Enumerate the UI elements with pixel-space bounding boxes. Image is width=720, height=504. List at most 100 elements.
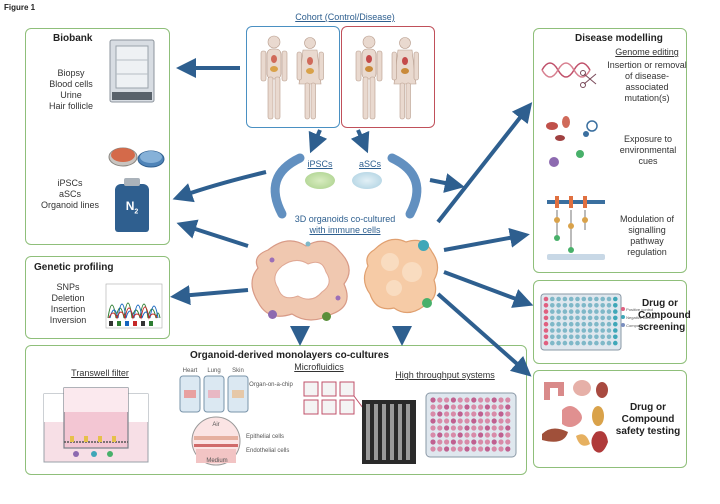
legend-compound: Compound	[621, 322, 655, 330]
well	[471, 397, 477, 403]
well	[430, 425, 436, 431]
genetic-item: SNPs	[56, 282, 80, 292]
genetic-profiling-list: SNPs Deletion Insertion Inversion	[42, 282, 94, 326]
well	[550, 340, 555, 346]
well	[613, 340, 618, 346]
cohort-control-box	[246, 26, 340, 128]
well	[450, 418, 456, 424]
curved-arrow-right	[387, 153, 422, 219]
well	[581, 303, 587, 308]
well	[543, 321, 549, 327]
well	[581, 309, 587, 314]
well	[450, 404, 456, 410]
well	[606, 328, 612, 333]
well	[471, 439, 477, 445]
endothelial-label: Endothelial cells	[246, 448, 290, 454]
arrow-organoids-to-modulation	[443, 227, 530, 252]
well	[543, 309, 549, 314]
well	[484, 404, 490, 410]
immune-cell-icon	[268, 310, 277, 319]
well	[613, 334, 618, 340]
well	[600, 296, 605, 302]
well	[464, 411, 470, 417]
htp-label: High throughput systems	[395, 370, 495, 380]
well	[562, 315, 568, 321]
epithelial-label: Epithelial cells	[246, 434, 285, 440]
well	[568, 321, 574, 327]
well	[587, 340, 593, 346]
well	[430, 404, 436, 410]
biobank-item: Hair follicle	[48, 101, 93, 111]
organoids-label: 3D organoids co-cultured with immune cel…	[270, 214, 420, 236]
screening-plate-icon	[540, 293, 622, 351]
well	[613, 328, 618, 333]
well	[437, 404, 443, 410]
well	[498, 404, 504, 410]
biobank-item: aSCs	[58, 189, 81, 199]
well	[505, 425, 511, 431]
microfluidic-plate-icon	[303, 381, 416, 464]
well	[594, 309, 599, 314]
well	[575, 303, 580, 308]
well	[543, 340, 549, 346]
well	[587, 328, 593, 333]
legend-negative: Negative control	[621, 314, 655, 322]
well	[575, 315, 580, 321]
arrow-organoids-to-screening	[443, 270, 534, 308]
well	[457, 404, 463, 410]
well	[484, 411, 490, 417]
well	[444, 432, 450, 438]
drug-safety-title-line: Drug or Compound	[621, 402, 675, 425]
well	[430, 432, 436, 438]
well	[594, 296, 599, 302]
dna-sequencing-chromatogram-icon	[105, 283, 163, 329]
well	[457, 425, 463, 431]
well	[594, 334, 599, 340]
well	[457, 439, 463, 445]
biobank-item: Blood cells	[49, 79, 93, 89]
drug-screening-title-line: screening	[638, 322, 686, 333]
genetic-item: Insertion	[50, 304, 86, 314]
biobank-cell-list: iPSCs aSCs Organoid lines	[34, 178, 106, 211]
well	[444, 404, 450, 410]
well	[498, 418, 504, 424]
drug-safety-title: Drug or Compound safety testing	[613, 402, 683, 438]
well	[587, 296, 593, 302]
well	[478, 425, 484, 431]
well	[600, 315, 605, 321]
well	[606, 321, 612, 327]
well	[491, 446, 497, 452]
well	[491, 418, 497, 424]
well	[478, 432, 484, 438]
monolayers-title: Organoid-derived monolayers co-cultures	[190, 350, 389, 361]
well	[491, 425, 497, 431]
well	[613, 296, 618, 302]
organ-label-skin: Skin	[232, 368, 244, 374]
well	[491, 404, 497, 410]
well	[587, 303, 593, 308]
well	[471, 425, 477, 431]
well	[600, 334, 605, 340]
organ-label-lung: Lung	[207, 368, 221, 374]
well	[606, 315, 612, 321]
well	[562, 328, 568, 333]
well	[450, 425, 456, 431]
organoids-line-1: 3D organoids co-cultured	[294, 214, 396, 224]
well	[575, 309, 580, 314]
well	[575, 334, 580, 340]
genome-editing-label: Genome editing	[615, 47, 679, 57]
well	[568, 315, 574, 321]
well	[437, 411, 443, 417]
drug-safety-title-line: safety testing	[615, 426, 681, 437]
well	[600, 340, 605, 346]
petri-dish-icon	[108, 147, 165, 168]
organ-on-chip-label: Organ-on-a-chip	[249, 382, 293, 388]
well	[556, 321, 561, 327]
well	[498, 439, 504, 445]
environmental-cues-icon	[546, 116, 598, 167]
well	[550, 315, 555, 321]
well	[478, 439, 484, 445]
arrow-organoids-to-safety	[436, 292, 532, 377]
well	[444, 446, 450, 452]
